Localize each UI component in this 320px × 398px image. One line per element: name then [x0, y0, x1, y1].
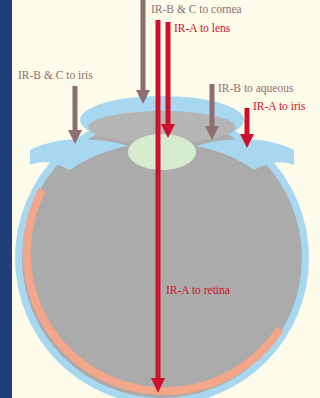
ir-label: IR-A to retina: [166, 284, 230, 297]
ir-label: IR-B & C to cornea: [151, 3, 242, 16]
ir-label: IR-A to lens: [174, 22, 230, 35]
iris-left: [30, 139, 128, 170]
ir-label: IR-B to aqueous: [218, 82, 293, 95]
lens: [128, 134, 196, 170]
ir-label: IR-A to iris: [253, 100, 305, 113]
side-bar: [0, 0, 12, 398]
ir-arrows: [68, 0, 254, 393]
ir-label: IR-B & C to iris: [18, 69, 93, 82]
vitreous: [22, 118, 302, 398]
retina: [27, 190, 280, 391]
sclera: [15, 111, 309, 398]
